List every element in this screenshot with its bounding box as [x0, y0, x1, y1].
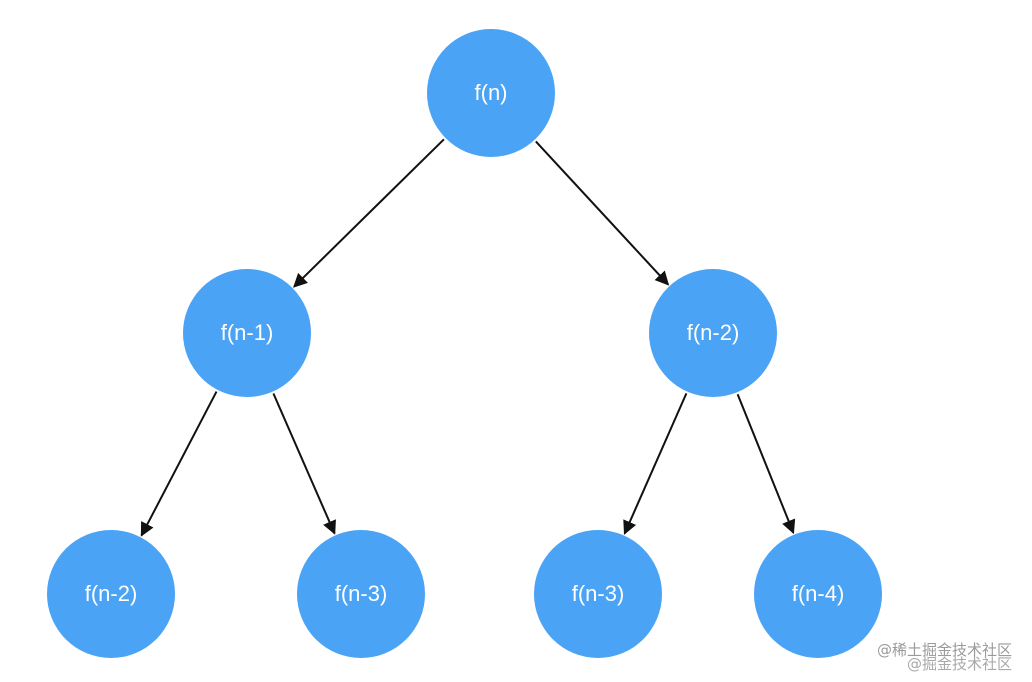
- node-label: f(n-4): [792, 581, 845, 606]
- node-circle: [534, 530, 662, 658]
- node-n2b: f(n-4): [754, 530, 882, 658]
- edge-n-to-n1: [293, 138, 445, 288]
- node-n1: f(n-1): [183, 269, 311, 397]
- node-label: f(n): [475, 80, 508, 105]
- node-circle: [183, 269, 311, 397]
- node-circle: [427, 29, 555, 157]
- node-circle: [297, 530, 425, 658]
- node-label: f(n-3): [572, 581, 625, 606]
- watermark-line-2: @掘金技术社区: [906, 655, 1012, 673]
- edge-n2-to-n2b: [736, 393, 796, 535]
- node-circle: [754, 530, 882, 658]
- edge-n2-to-n2a: [623, 392, 688, 535]
- node-label: f(n-3): [335, 581, 388, 606]
- node-n1a: f(n-2): [47, 530, 175, 658]
- edge-n-to-n2: [535, 140, 670, 286]
- node-label: f(n-2): [687, 320, 740, 345]
- node-n1b: f(n-3): [297, 530, 425, 658]
- node-circle: [649, 269, 777, 397]
- node-label: f(n-1): [221, 320, 274, 345]
- watermark-line-1: @稀土掘金技术社区: [876, 641, 1012, 659]
- node-circle: [47, 530, 175, 658]
- node-n2a: f(n-3): [534, 530, 662, 658]
- node-n2: f(n-2): [649, 269, 777, 397]
- node-label: f(n-2): [85, 581, 138, 606]
- edge-n1-to-n1b: [272, 393, 336, 535]
- edge-n1-to-n1a: [140, 391, 218, 537]
- node-n: f(n): [427, 29, 555, 157]
